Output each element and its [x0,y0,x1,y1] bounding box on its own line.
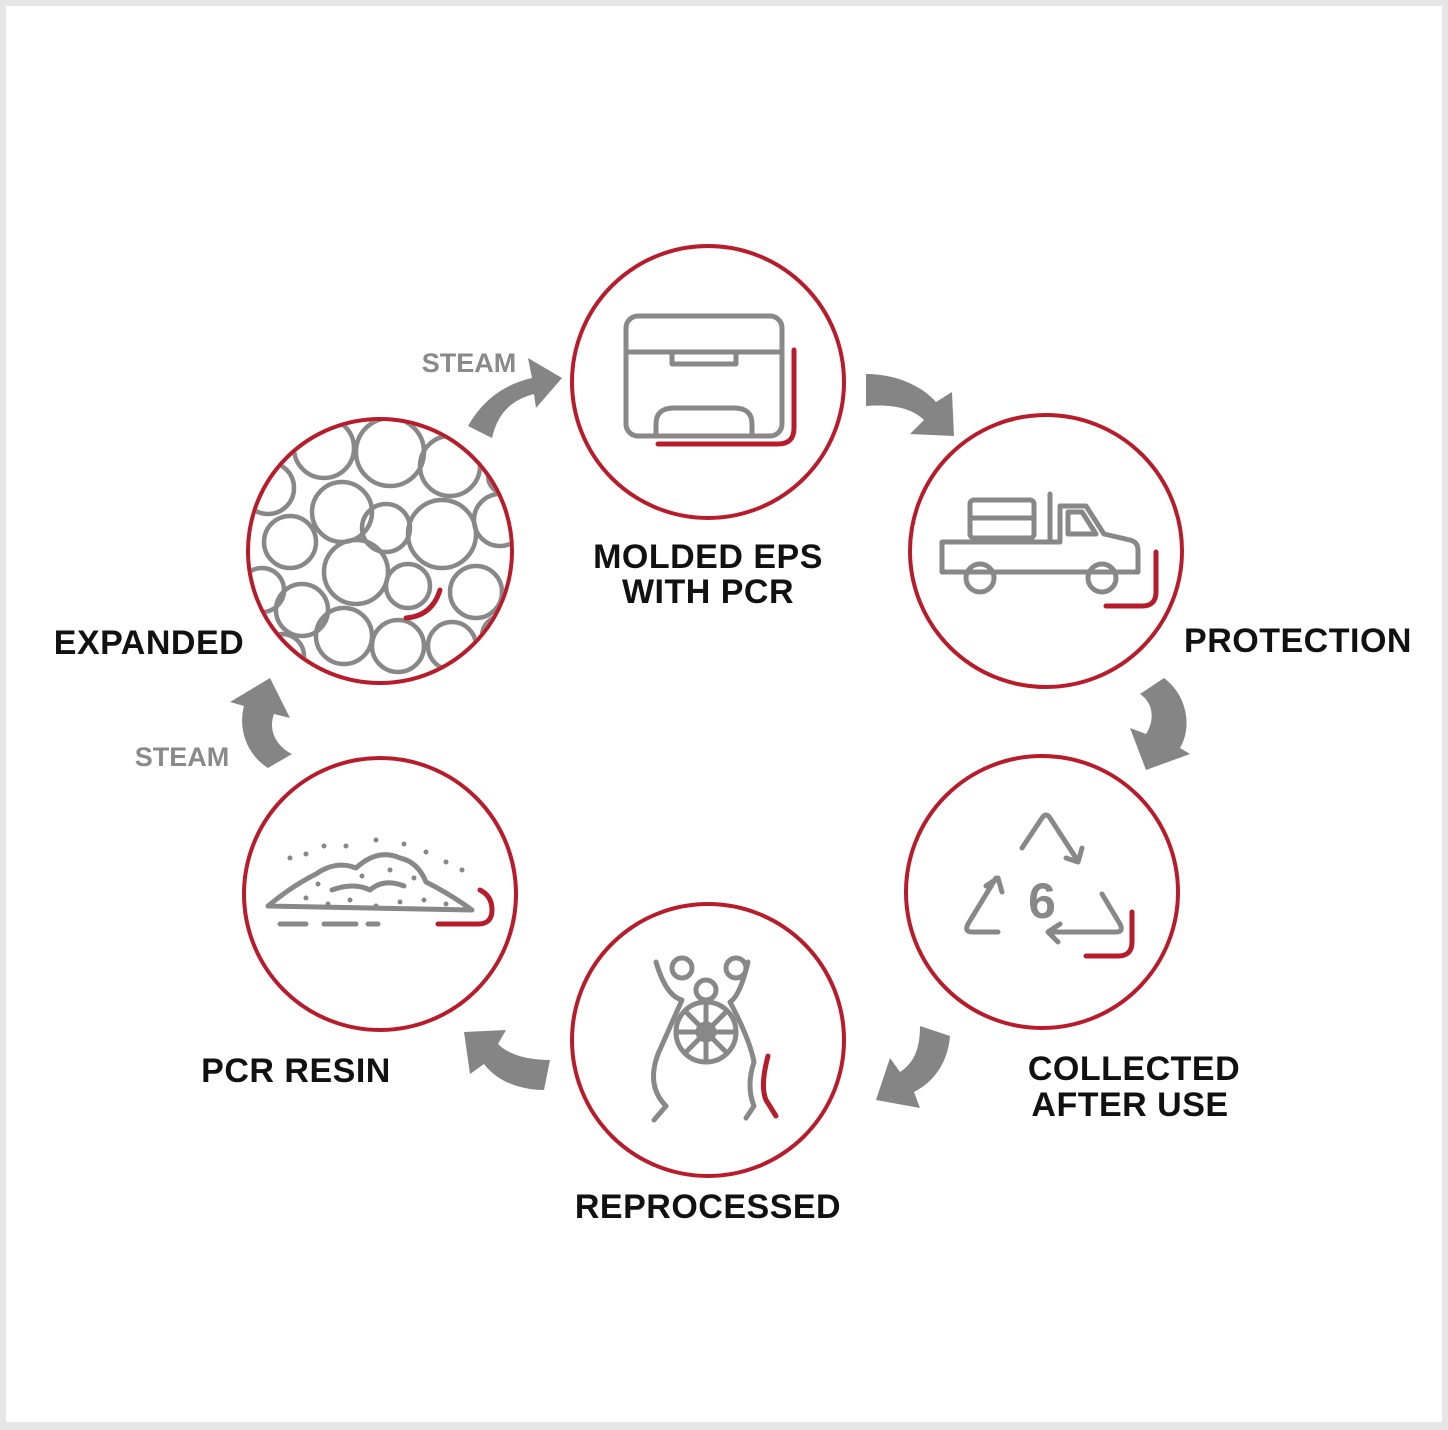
lifecycle-diagram: MOLDED EPS WITH PCR PROTECTION 6 [54,244,1412,1226]
stage-label-line-1: COLLECTED [1028,1050,1240,1088]
accent-mark [403,587,443,621]
stage-label-line-1: EXPANDED [54,624,244,662]
arrow-steam-left [230,678,292,768]
resin-pile-icon [265,837,495,927]
stage-ring [570,244,846,520]
stage-expanded: EXPANDED [54,417,514,685]
stage-label-line-1: PCR RESIN [201,1052,391,1090]
stage-label-line-1: PROTECTION [1184,622,1412,660]
stage-ring [904,754,1180,1030]
stage-pcr-resin: PCR RESIN [201,756,518,1090]
stage-label-line-2: WITH PCR [622,573,794,611]
box-icon [623,313,797,447]
stage-label-line-1: REPROCESSED [575,1188,841,1226]
arrow-collected-to-reprocessed [876,1026,950,1108]
steam-label-top: STEAM [422,348,517,378]
stage-reprocessed: REPROCESSED [570,902,846,1226]
recycle-6-icon: 6 [964,812,1135,959]
stage-molded-eps: MOLDED EPS WITH PCR [570,244,846,611]
arrow-molded-to-protection [866,374,954,436]
stage-ring [908,413,1184,689]
grinder-icon [651,955,779,1123]
stage-protection: PROTECTION [908,413,1412,689]
stage-label-line-1: MOLDED EPS [593,538,823,576]
resin-dots [287,837,465,909]
steam-label-left: STEAM [135,742,230,772]
truck-icon [939,491,1159,609]
arrow-protection-to-collected [1130,678,1190,770]
recycle-number: 6 [1028,873,1056,929]
stage-collected: 6 COLLECTED AFTER USE [904,754,1240,1124]
arrow-reprocessed-to-resin [464,1030,550,1090]
diagram-frame: MOLDED EPS WITH PCR PROTECTION 6 [6,6,1442,1422]
stage-label-line-2: AFTER USE [1031,1086,1228,1124]
arrow-steam-top [468,358,562,438]
stage-ring [242,756,518,1032]
